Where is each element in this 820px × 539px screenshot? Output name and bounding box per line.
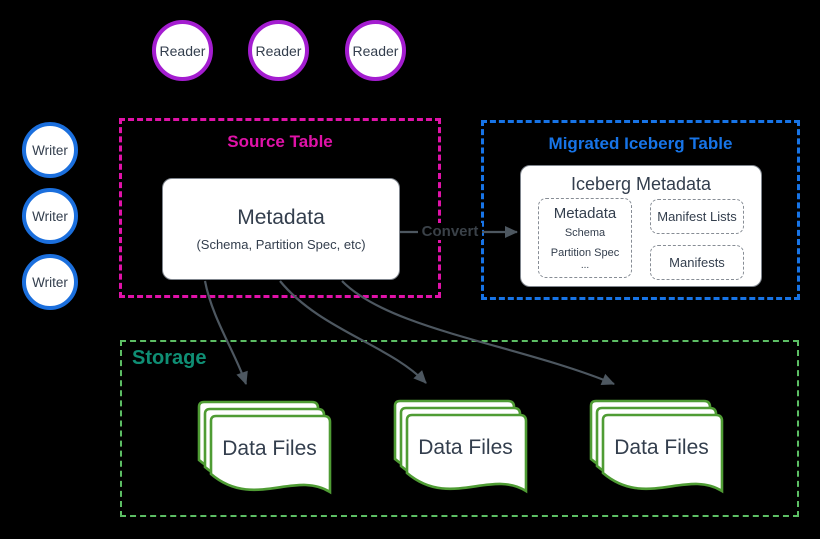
document-stack-icon: [589, 399, 724, 494]
document-stack-icon: [197, 400, 332, 495]
source-metadata-title: Metadata: [237, 206, 325, 229]
iceberg-metadata-files-box: Metadata Schema Partition Spec ...: [538, 198, 632, 278]
iceberg-inner-metadata-title: Metadata: [553, 205, 617, 222]
iceberg-partition-spec-label: Partition Spec: [550, 247, 620, 259]
iceberg-table-title: Migrated Iceberg Table: [548, 134, 733, 153]
source-metadata-subtitle: (Schema, Partition Spec, etc): [196, 237, 366, 252]
manifests-label: Manifests: [669, 255, 725, 270]
iceberg-ellipsis-label: ...: [580, 260, 590, 271]
reader-label: Reader: [255, 42, 302, 59]
iceberg-table-group: Migrated Iceberg Table: [481, 120, 800, 300]
writer-label: Writer: [32, 208, 68, 224]
reader-node-3: Reader: [345, 20, 406, 81]
iceberg-schema-label: Schema: [564, 227, 606, 239]
writer-node-1: Writer: [22, 122, 78, 178]
reader-node-2: Reader: [248, 20, 309, 81]
storage-title: Storage: [132, 347, 207, 369]
writer-label: Writer: [32, 142, 68, 158]
manifest-lists-label: Manifest Lists: [657, 209, 737, 224]
document-stack-icon: [393, 399, 528, 494]
writer-label: Writer: [32, 274, 68, 290]
manifests-box: Manifests: [650, 245, 744, 280]
manifest-lists-box: Manifest Lists: [650, 199, 744, 234]
convert-label: Convert: [418, 223, 482, 240]
data-files-label: Data Files: [418, 436, 513, 459]
source-metadata-node: Metadata (Schema, Partition Spec, etc): [162, 178, 400, 280]
data-files-label: Data Files: [614, 436, 709, 459]
reader-label: Reader: [352, 42, 399, 59]
data-files-stack-2: Data Files: [392, 398, 532, 504]
reader-label: Reader: [159, 42, 206, 59]
data-files-stack-1: Data Files: [196, 399, 336, 505]
writer-node-2: Writer: [22, 188, 78, 244]
data-files-stack-3: Data Files: [588, 398, 728, 504]
reader-node-1: Reader: [152, 20, 213, 81]
iceberg-metadata-node: Iceberg Metadata Metadata Schema Partiti…: [520, 165, 762, 287]
iceberg-metadata-title: Iceberg Metadata: [570, 174, 712, 194]
writer-node-3: Writer: [22, 254, 78, 310]
data-files-label: Data Files: [222, 437, 317, 460]
source-table-title: Source Table: [227, 132, 333, 151]
